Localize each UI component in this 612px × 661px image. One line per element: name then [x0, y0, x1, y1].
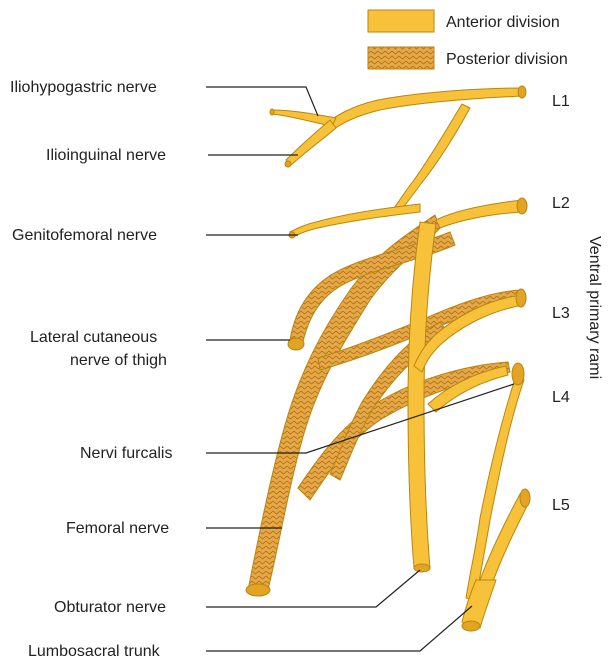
legend-anterior-swatch — [368, 10, 434, 32]
label-femoral: Femoral nerve — [66, 520, 169, 537]
iliohypogastric-cut-end — [270, 109, 274, 115]
obturator-nerve — [408, 222, 436, 568]
obturator-cut-end — [414, 564, 430, 572]
leader-iliohypogastric — [206, 87, 318, 116]
label-nervi-furcalis: Nervi furcalis — [80, 445, 172, 462]
legend-posterior-swatch — [368, 47, 434, 69]
l4-cut-end — [512, 363, 524, 385]
l3-cut-end — [516, 289, 526, 307]
femoral-cut-end — [246, 584, 270, 596]
level-l1: L1 — [552, 93, 570, 110]
level-l3: L3 — [552, 305, 570, 322]
label-obturator: Obturator nerve — [54, 599, 166, 616]
label-iliohypogastric: Iliohypogastric nerve — [10, 79, 157, 96]
l1-cut-end — [518, 86, 526, 98]
legend-anterior-label: Anterior division — [446, 14, 560, 31]
level-l4: L4 — [552, 389, 570, 406]
genitofemoral-nerve — [290, 204, 420, 238]
leader-lumbosacral — [206, 606, 472, 651]
ilioinguinal-nerve — [286, 120, 336, 166]
leader-obturator — [206, 570, 420, 607]
label-ilioinguinal: Ilioinguinal nerve — [46, 147, 166, 164]
legend-posterior-label: Posterior division — [446, 51, 568, 68]
lumbosacral-cut-end — [462, 621, 480, 631]
level-l2: L2 — [552, 195, 570, 212]
level-l5: L5 — [552, 497, 570, 514]
label-genitofemoral: Genitofemoral nerve — [12, 227, 157, 244]
ilioinguinal-cut-end — [285, 161, 291, 167]
cut-ends — [246, 86, 530, 631]
l1-ramus — [324, 88, 522, 132]
label-lateral-cutaneous-line2: nerve of thigh — [70, 352, 167, 369]
ventral-primary-rami-label: Ventral primary rami — [586, 236, 603, 379]
l1-l2-connector — [394, 104, 470, 212]
l2-ramus — [436, 200, 522, 228]
label-lateral-cutaneous-line1: Lateral cutaneous — [30, 329, 157, 346]
lumbosacral-trunk — [462, 580, 496, 628]
label-lumbosacral: Lumbosacral trunk — [28, 643, 161, 660]
legend: Anterior division Posterior division — [368, 10, 568, 69]
l2-cut-end — [517, 198, 527, 214]
lateral-cutaneous-cut-end — [288, 338, 304, 350]
l5-cut-end — [520, 489, 530, 507]
level-labels: L1 L2 L3 L4 L5 — [552, 93, 570, 514]
